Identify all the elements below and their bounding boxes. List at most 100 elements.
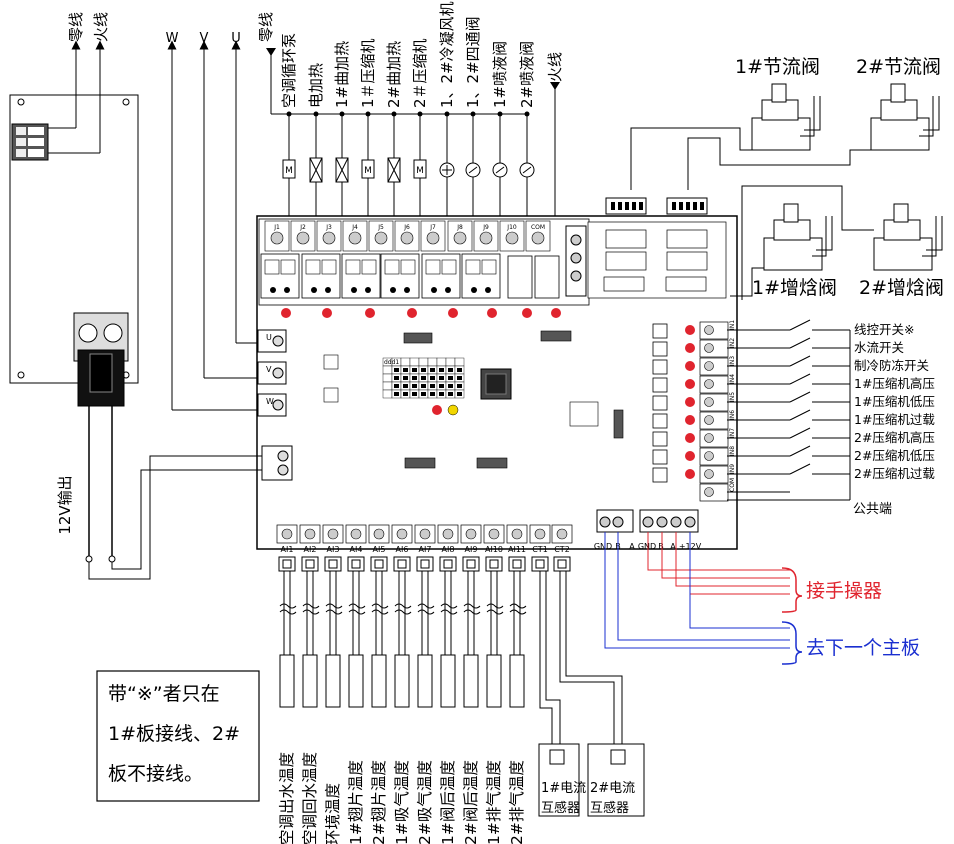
ct2-line1: 2#电流 xyxy=(590,781,635,796)
ai-plug-pin xyxy=(535,559,545,569)
ct1-wire xyxy=(545,571,561,744)
status-led-yellow xyxy=(447,404,459,416)
sensor-label: 2#阀后温度 xyxy=(462,760,480,844)
terminal-screw xyxy=(534,528,546,540)
motor-symbol xyxy=(413,159,427,179)
uvw-terminal xyxy=(257,361,287,385)
live-arrow xyxy=(550,82,560,90)
terminal-screw xyxy=(442,528,454,540)
relay-id: J5 xyxy=(377,224,384,231)
valve-body xyxy=(870,117,930,151)
terminal-screw xyxy=(396,528,408,540)
dip-cell xyxy=(382,389,393,399)
terminal-screw xyxy=(296,231,310,245)
terminal-screw xyxy=(270,231,284,245)
terminal-screw xyxy=(704,379,714,389)
valve-cable xyxy=(730,267,764,297)
load-label: 2#曲加热 xyxy=(385,41,403,108)
comm-screw xyxy=(612,516,624,528)
dip-mark xyxy=(430,392,435,396)
ct-modules xyxy=(538,743,645,817)
input-terminal xyxy=(699,483,729,502)
terminal-screw xyxy=(304,528,316,540)
plug-pin xyxy=(700,202,704,210)
input-code: IN7 xyxy=(729,428,736,438)
relay-pin xyxy=(311,287,317,293)
dip-mark xyxy=(394,384,399,388)
sensor-label: 1#吸气温度 xyxy=(393,760,411,844)
dip-cell xyxy=(400,357,411,367)
junction-dot xyxy=(417,111,423,117)
ai-label: AI2 xyxy=(304,545,317,554)
ct1-wire xyxy=(539,571,553,744)
relay-led xyxy=(407,308,417,318)
input-led xyxy=(685,469,695,479)
terminal-screw xyxy=(426,231,440,245)
plug-pin xyxy=(625,202,629,210)
comm-screw xyxy=(670,516,682,528)
valve-stem xyxy=(890,83,906,103)
dip-mark xyxy=(394,376,399,380)
power-supply-module xyxy=(9,94,139,563)
relay-small xyxy=(534,255,560,299)
comm2-label: GND xyxy=(638,542,656,551)
plug-pin xyxy=(618,202,622,210)
ai-label: AI11 xyxy=(508,545,526,554)
ai-plug-pin xyxy=(466,559,476,569)
dip-mark xyxy=(403,368,408,372)
wire-break xyxy=(279,603,297,615)
heater-cross xyxy=(309,157,323,183)
terminal-screw xyxy=(374,231,388,245)
terminal-screw xyxy=(281,528,293,540)
throttle2-label: 2#节流阀 xyxy=(856,56,941,78)
terminal-screw xyxy=(505,231,519,245)
status-led-red xyxy=(432,405,442,415)
input-terminal xyxy=(699,375,729,394)
uvw-terminal-label: V xyxy=(266,365,272,374)
relay-coil xyxy=(264,259,280,275)
next-board-brace xyxy=(781,621,803,665)
dip-cell xyxy=(445,357,456,367)
terminal-screw xyxy=(704,415,714,425)
comm2-block xyxy=(639,509,699,533)
uvw-terminal xyxy=(257,329,287,353)
valve-connectors xyxy=(587,221,727,299)
wire-break xyxy=(348,603,366,615)
load-label: 1、2#冷凝风机 xyxy=(438,1,456,108)
input-code: IN4 xyxy=(729,374,736,384)
ai-plug-pin xyxy=(305,559,315,569)
ai-label: AI1 xyxy=(281,545,294,554)
input-led xyxy=(685,415,695,425)
plug-pin xyxy=(611,202,615,210)
dip-switch-table xyxy=(382,357,465,399)
terminal-screw xyxy=(348,231,362,245)
power-12v-label: 12V输出 xyxy=(56,475,74,534)
switch-arm xyxy=(789,445,811,457)
sensor-probe xyxy=(440,654,456,708)
switch-label: 2#压缩机过载 xyxy=(854,466,935,481)
wire-break xyxy=(302,603,320,615)
input-led xyxy=(685,451,695,461)
ai-plug-pin xyxy=(282,559,292,569)
comm-screw xyxy=(656,516,668,528)
input-ic xyxy=(652,431,668,447)
relay-coil xyxy=(305,259,321,275)
input-ic xyxy=(652,323,668,339)
junction-dot xyxy=(286,111,292,117)
plug-pin xyxy=(679,202,683,210)
input-code: IN8 xyxy=(729,446,736,456)
next-board-wire xyxy=(689,532,790,629)
mains-wires xyxy=(48,40,105,154)
input-led xyxy=(685,325,695,335)
dip-mark xyxy=(394,368,399,372)
dip-mark xyxy=(448,368,453,372)
power-wire xyxy=(88,455,262,580)
load-label: 1#喷液阀 xyxy=(491,41,509,108)
switch-arm xyxy=(789,427,811,439)
sensor-probe xyxy=(463,654,479,708)
junction-dot xyxy=(470,111,476,117)
